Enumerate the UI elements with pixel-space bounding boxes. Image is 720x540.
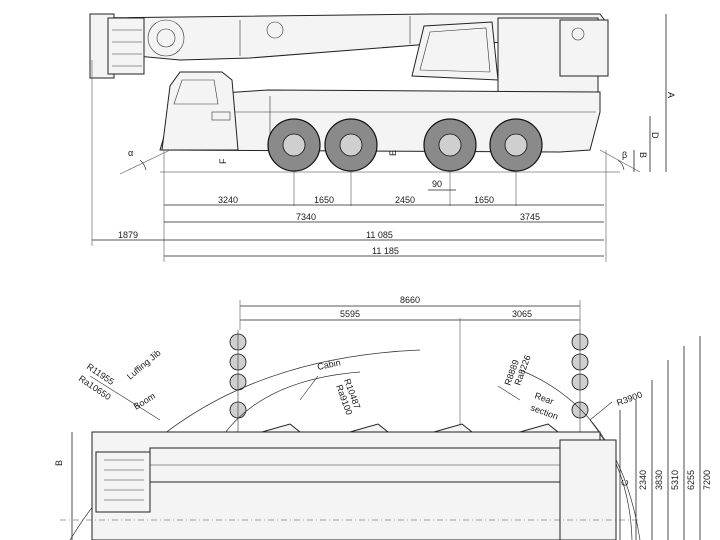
dim-top-2: 2450 bbox=[395, 195, 415, 205]
counterweight bbox=[559, 19, 609, 77]
dim-A: A bbox=[666, 92, 676, 98]
dim-right-1: 3830 bbox=[654, 470, 664, 490]
dim-top-4: 3745 bbox=[520, 212, 540, 222]
radius-7: R3900 bbox=[615, 389, 643, 407]
label-cabin: Cabin bbox=[316, 357, 341, 372]
boom-head-sheaves bbox=[89, 13, 185, 79]
crane-cabin bbox=[411, 21, 499, 81]
label-section: section bbox=[529, 402, 559, 421]
dim-total-0: 1879 bbox=[118, 230, 138, 240]
driver-cab bbox=[161, 71, 239, 151]
beta-label: β bbox=[622, 150, 627, 160]
alpha-label: α bbox=[128, 148, 133, 158]
label-C: C bbox=[620, 479, 630, 486]
arc-cabin bbox=[219, 371, 361, 441]
dim-mid-0: 7340 bbox=[296, 212, 316, 222]
dim-top-view-0: 8660 bbox=[400, 295, 420, 305]
dim-top-3: 1650 bbox=[474, 195, 494, 205]
dim-top-view-1: 5595 bbox=[340, 309, 360, 319]
label-B-top: B bbox=[54, 460, 64, 466]
outriggers bbox=[229, 330, 589, 440]
dim-right-4: 7200 bbox=[702, 470, 712, 490]
dim-top-1: 1650 bbox=[314, 195, 334, 205]
boom-head-top bbox=[95, 451, 151, 513]
dim-total-1: 11 085 bbox=[366, 230, 393, 240]
side-view: α β A D B E F 90 3240 1650 2450 1650 374… bbox=[89, 13, 676, 262]
top-view: 8660 5595 3065 R11955 bbox=[54, 295, 712, 540]
dim-B: B bbox=[638, 152, 648, 158]
dim-overall: 11 185 bbox=[372, 246, 399, 256]
dim-top-0: 3240 bbox=[218, 195, 238, 205]
dim-D: D bbox=[650, 132, 660, 139]
dim-F: F bbox=[218, 158, 228, 164]
boom-marker bbox=[266, 21, 284, 39]
dim-right-2: 5310 bbox=[670, 470, 680, 490]
dim-right-0: 2340 bbox=[638, 470, 648, 490]
dim-E: E bbox=[388, 150, 398, 156]
dim-gap: 90 bbox=[432, 179, 442, 189]
label-boom: Boom bbox=[132, 391, 157, 412]
dim-top-view-2: 3065 bbox=[512, 309, 532, 319]
hatches bbox=[261, 423, 560, 433]
wheels bbox=[267, 118, 543, 172]
label-luffing-jib: Luffing Jib bbox=[125, 348, 163, 382]
dim-right-3: 6255 bbox=[686, 470, 696, 490]
superstructure-top bbox=[559, 439, 617, 540]
